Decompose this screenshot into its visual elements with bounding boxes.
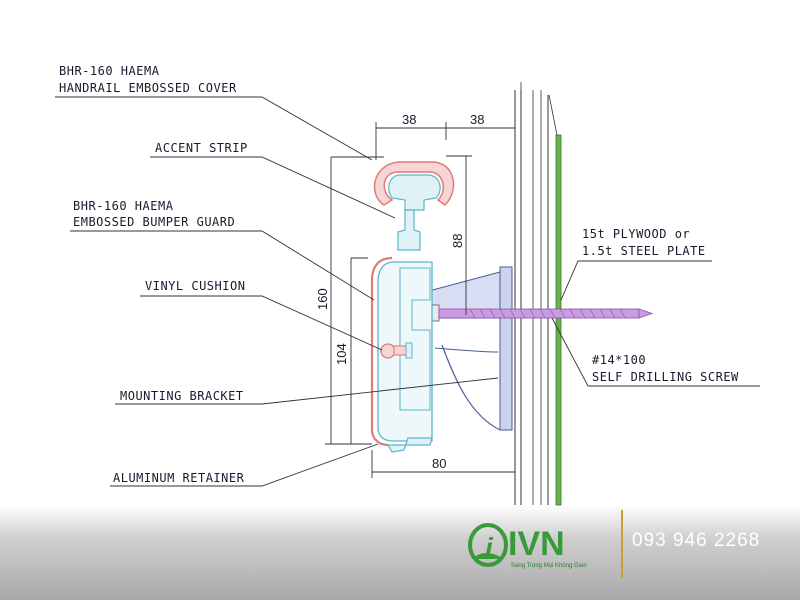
dim-88: 88 (450, 234, 465, 248)
ivn-logo[interactable]: i IVN (466, 515, 616, 579)
label-accent-strip: ACCENT STRIP (155, 141, 248, 155)
footer-divider (621, 510, 623, 578)
self-drilling-screw (424, 304, 654, 322)
accent-strip-shape (397, 209, 421, 251)
label-screw-line2: SELF DRILLING SCREW (592, 370, 739, 384)
dim-top-right: 38 (470, 112, 484, 127)
logo-tagline: Sang Trọng Mọi Không Gian (511, 563, 587, 569)
label-handrail-line2: HANDRAIL EMBOSSED COVER (59, 81, 237, 95)
dim-80: 80 (432, 456, 446, 471)
callout-labels: BHR-160 HAEMA HANDRAIL EMBOSSED COVER AC… (59, 64, 739, 485)
phone-number[interactable]: 093 946 2268 (632, 530, 761, 551)
logo-text: IVN (508, 525, 565, 563)
wall-section (514, 82, 562, 506)
vinyl-cushion-shape (380, 342, 413, 359)
label-plywood-line1: 15t PLYWOOD or (582, 227, 690, 241)
label-mounting-bracket: MOUNTING BRACKET (120, 389, 244, 403)
label-plywood-line2: 1.5t STEEL PLATE (582, 244, 706, 258)
dimension-texts: 38 38 88 160 104 80 (315, 112, 484, 471)
label-handrail-line1: BHR-160 HAEMA (59, 64, 160, 78)
dim-top-left: 38 (402, 112, 416, 127)
label-vinyl-cushion: VINYL CUSHION (145, 279, 245, 293)
label-bumper-line2: EMBOSSED BUMPER GUARD (73, 215, 235, 229)
svg-text:i: i (485, 532, 494, 563)
label-screw-line1: #14*100 (592, 353, 646, 367)
dim-104: 104 (334, 343, 349, 365)
brand-footer (0, 505, 800, 600)
label-bumper-line1: BHR-160 HAEMA (73, 199, 174, 213)
leader-lines (55, 96, 760, 487)
handrail-cover-shape (373, 161, 455, 211)
dim-160: 160 (315, 288, 330, 310)
label-aluminum-retainer: ALUMINUM RETAINER (113, 471, 245, 485)
